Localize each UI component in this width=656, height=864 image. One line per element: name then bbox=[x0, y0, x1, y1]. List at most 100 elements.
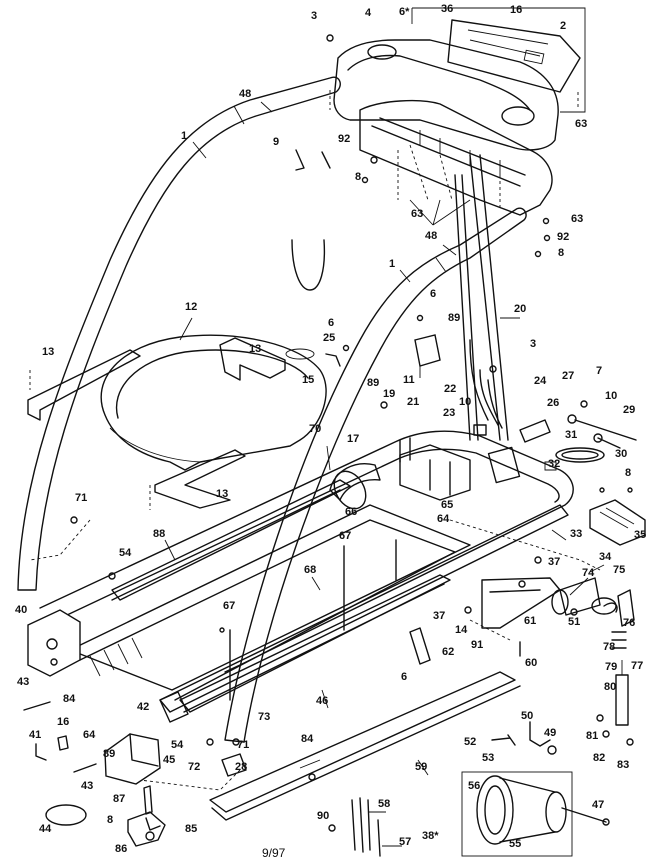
callout-label: 74 bbox=[582, 567, 595, 579]
callout-label: 37 bbox=[548, 556, 561, 568]
callout-label: 72 bbox=[188, 761, 201, 773]
callout-label: 25 bbox=[323, 332, 336, 344]
small-bracket bbox=[221, 753, 247, 777]
hood-bracket-left bbox=[27, 349, 141, 421]
callout-label: 21 bbox=[407, 396, 420, 408]
callout-label: 66 bbox=[345, 506, 358, 518]
console-housing bbox=[333, 19, 581, 151]
callout-label: 76 bbox=[623, 617, 636, 629]
callout-label: 68 bbox=[304, 564, 317, 576]
callout-label: 48 bbox=[425, 230, 438, 242]
callout-label: 55 bbox=[509, 838, 522, 850]
callout-label: 1 bbox=[389, 258, 396, 270]
callout-label: 92 bbox=[338, 133, 351, 145]
front-side-rail bbox=[209, 671, 521, 821]
incline-bracket bbox=[589, 487, 646, 546]
rear-endcap bbox=[27, 609, 81, 677]
callout-label: 8 bbox=[355, 171, 362, 183]
callout-label: 27 bbox=[562, 370, 575, 382]
callout-label: 67 bbox=[339, 530, 352, 542]
callout-label: 16 bbox=[57, 716, 70, 728]
callout-label: 7 bbox=[596, 365, 603, 377]
wire-harness bbox=[469, 339, 503, 429]
callout-label: 46 bbox=[316, 695, 329, 707]
callout-label: 34 bbox=[599, 551, 612, 563]
callout-label: 75 bbox=[613, 564, 626, 576]
callout-label: 17 bbox=[347, 433, 360, 445]
callout-label: 53 bbox=[482, 752, 495, 764]
callout-label: 13 bbox=[249, 343, 262, 355]
callout-label: 48 bbox=[239, 88, 252, 100]
callout-label: 63 bbox=[575, 118, 588, 130]
callout-label: 11 bbox=[403, 374, 415, 386]
callout-label: 2 bbox=[560, 20, 567, 32]
callout-label: 77 bbox=[631, 660, 644, 672]
callout-label: 13 bbox=[216, 488, 229, 500]
callout-label: 8 bbox=[625, 467, 632, 479]
callout-label: 92 bbox=[557, 231, 570, 243]
callout-label: 83 bbox=[617, 759, 630, 771]
fasteners bbox=[23, 34, 634, 832]
date-mark: 9/97 bbox=[262, 846, 286, 860]
coiled-cord bbox=[544, 447, 605, 471]
callout-label: 54 bbox=[171, 739, 184, 751]
callout-label: 84 bbox=[301, 733, 314, 745]
callout-label: 62 bbox=[442, 646, 455, 658]
callout-label: 13 bbox=[42, 346, 55, 358]
callout-label: 63 bbox=[411, 208, 424, 220]
callout-label: 82 bbox=[593, 752, 606, 764]
callout-label: 54 bbox=[119, 547, 132, 559]
console-tray bbox=[359, 99, 553, 216]
right-side-rail bbox=[179, 574, 451, 713]
callout-label: 15 bbox=[302, 374, 315, 386]
callout-label: 89 bbox=[103, 748, 116, 760]
callout-label: 38* bbox=[422, 830, 439, 842]
adjust-bolt-set bbox=[491, 721, 557, 755]
callout-label: 40 bbox=[15, 604, 28, 616]
base-frame bbox=[39, 430, 574, 713]
callout-label: 47 bbox=[592, 799, 605, 811]
callout-label: 16 bbox=[510, 4, 523, 16]
callout-label: 57 bbox=[399, 836, 412, 848]
callout-label: 30 bbox=[615, 448, 628, 460]
callout-label: 32 bbox=[548, 458, 561, 470]
motor-bracket-area bbox=[399, 419, 551, 501]
motor-pulley bbox=[329, 463, 381, 510]
callout-label: 6 bbox=[401, 671, 408, 683]
callout-label: 42 bbox=[137, 701, 150, 713]
callout-label: 8 bbox=[558, 247, 565, 259]
callout-label: 3 bbox=[311, 10, 318, 22]
frame-bracket bbox=[409, 627, 431, 665]
callout-label: 14 bbox=[455, 624, 468, 636]
callout-label: 10 bbox=[459, 396, 472, 408]
assembly-guides bbox=[29, 90, 601, 791]
callout-label: 90 bbox=[317, 810, 330, 822]
callout-label: 19 bbox=[383, 388, 396, 400]
hood-bracket-bottom bbox=[154, 449, 246, 509]
callout-label: 6* bbox=[399, 6, 410, 18]
callout-label: 26 bbox=[547, 397, 560, 409]
callout-label: 63 bbox=[571, 213, 584, 225]
motor-hood bbox=[100, 334, 327, 471]
incline-leg bbox=[615, 660, 629, 726]
rear-support-bars bbox=[454, 154, 509, 441]
callout-label: 45 bbox=[163, 754, 176, 766]
bolt-bundle bbox=[351, 797, 381, 857]
callout-label: 37 bbox=[433, 610, 446, 622]
callout-label: 65 bbox=[441, 499, 454, 511]
callout-label: 35 bbox=[634, 529, 647, 541]
callout-label: 6 bbox=[328, 317, 335, 329]
left-upright bbox=[17, 76, 341, 591]
callout-label: 60 bbox=[525, 657, 538, 669]
callout-label: 8 bbox=[107, 814, 114, 826]
callout-label: 89 bbox=[448, 312, 461, 324]
caster-assembly bbox=[127, 811, 166, 847]
callout-label: 12 bbox=[185, 301, 198, 313]
roller-inset bbox=[461, 771, 610, 857]
callout-label: 36 bbox=[441, 3, 454, 15]
callout-label: 31 bbox=[565, 429, 578, 441]
left-side-rail bbox=[111, 479, 351, 601]
controller-module bbox=[414, 334, 441, 378]
